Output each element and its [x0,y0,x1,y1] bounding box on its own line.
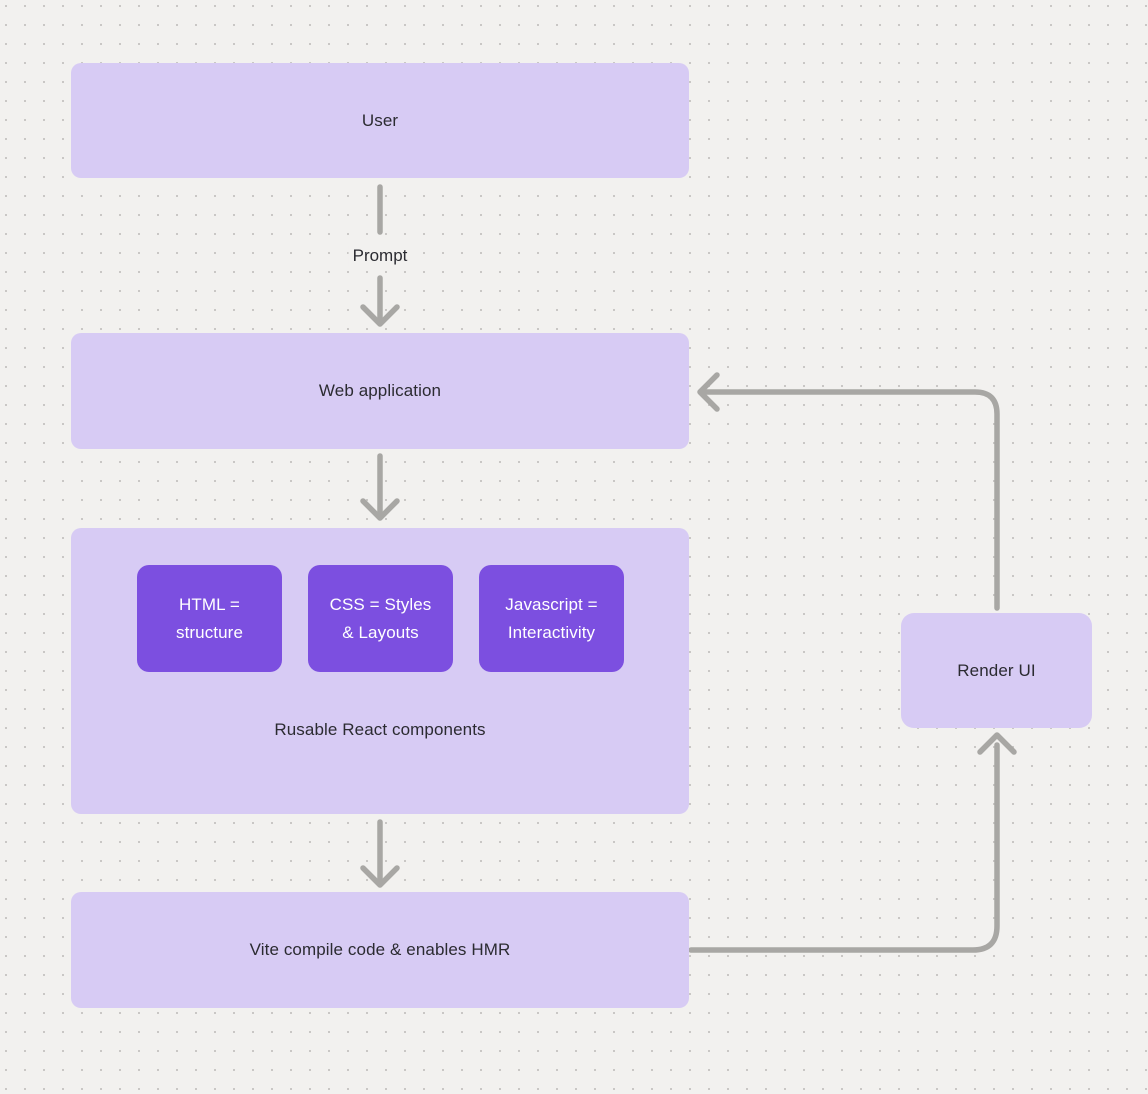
arrow-vite-to-render-line [688,742,1000,953]
arrow-render-to-webapp-line [700,389,1000,611]
chip-html-line2: structure [175,622,244,642]
components-group-caption: Rusable React components [274,720,486,739]
node-user-label: User [361,110,399,130]
chip-css-line1: CSS = Styles [329,594,432,614]
chip-css-line2: & Layouts [342,622,419,642]
chip-javascript[interactable]: Javascript = Interactivity [479,565,624,672]
chip-html[interactable]: HTML = structure [137,565,282,672]
node-web-application-label: Web application [318,381,442,400]
node-components-group[interactable]: HTML = structure CSS = Styles & Layouts … [71,528,689,814]
node-web-application[interactable]: Web application [71,333,689,449]
node-vite[interactable]: Vite compile code & enables HMR [71,892,689,1008]
node-render-ui[interactable]: Render UI [901,613,1092,728]
edge-label-prompt: Prompt [348,246,412,266]
arrow-vite-to-render-head-icon [977,732,1017,755]
node-vite-label: Vite compile code & enables HMR [249,940,511,959]
node-render-ui-label: Render UI [957,660,1036,680]
arrow-components-to-vite-head-icon [360,865,400,888]
arrow-render-to-webapp-head-icon [697,372,720,412]
chip-css[interactable]: CSS = Styles & Layouts [308,565,453,672]
chip-javascript-line2: Interactivity [507,622,596,642]
arrow-user-to-webapp-head-icon [360,304,400,327]
arrow-webapp-to-components-head-icon [360,498,400,521]
chip-html-line1: HTML = [179,594,240,614]
node-user[interactable]: User [71,63,689,178]
chip-javascript-line1: Javascript = [505,594,598,614]
